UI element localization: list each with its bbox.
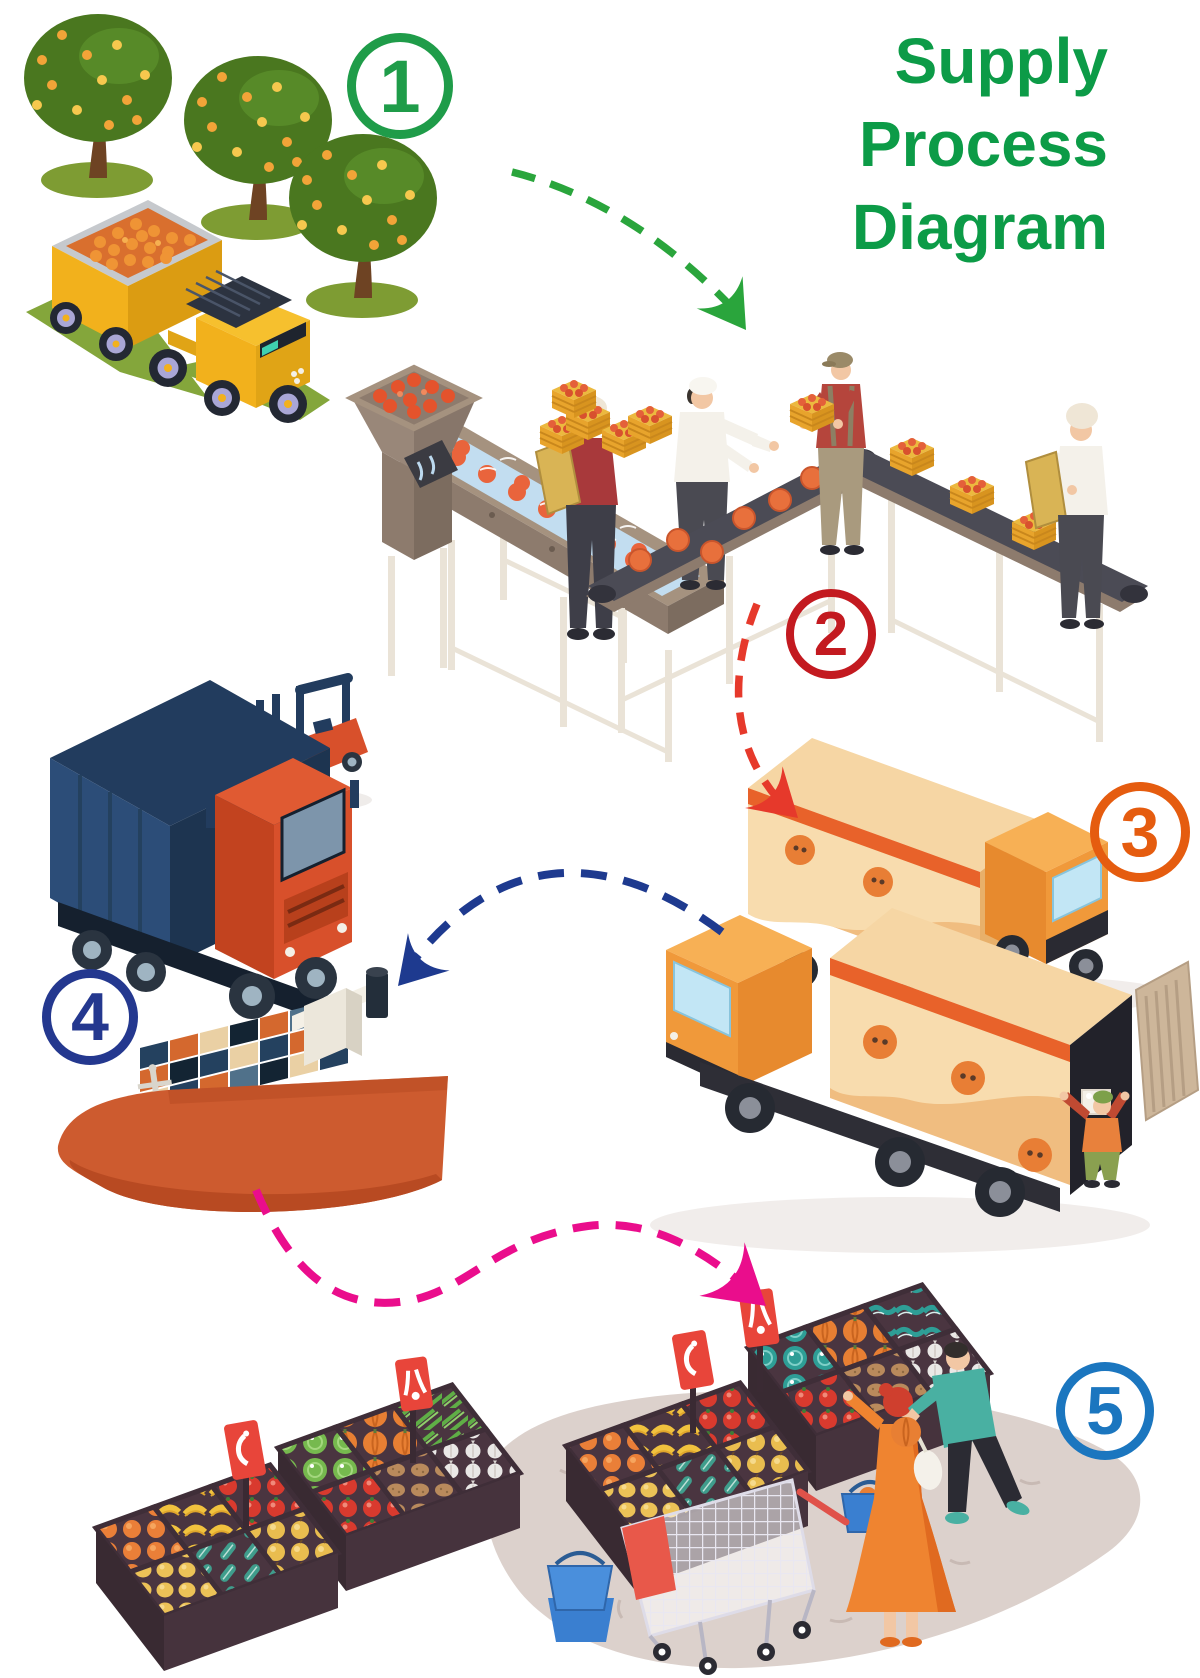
scene-3-distribution-trucks bbox=[650, 738, 1200, 1253]
arrow-3-to-4 bbox=[377, 869, 725, 1005]
open-cargo-door bbox=[1134, 960, 1200, 1122]
step-badge-1: 1 bbox=[347, 33, 453, 139]
pumpkin-in-hands bbox=[891, 1417, 921, 1447]
scene-1-orchard bbox=[24, 14, 437, 423]
price-sign-eggplant-left bbox=[224, 1420, 266, 1530]
solar-panel bbox=[185, 269, 292, 328]
arrow-1-to-2 bbox=[511, 168, 769, 347]
container-ship bbox=[57, 967, 448, 1212]
arrow-4-to-5 bbox=[252, 1188, 789, 1333]
price-sign-eggplant-right bbox=[672, 1330, 714, 1433]
flow-arrows bbox=[252, 168, 817, 1333]
step-number-3: 3 bbox=[1120, 793, 1160, 871]
arrow-2-to-3 bbox=[734, 602, 817, 839]
fruit-logo-circles bbox=[863, 1025, 1052, 1172]
title-line-2: Process bbox=[858, 108, 1108, 181]
shopper-man bbox=[891, 1342, 1030, 1524]
ship-hull bbox=[57, 1076, 448, 1212]
trailer-wheels bbox=[50, 302, 187, 387]
step-badge-4: 4 bbox=[42, 969, 138, 1065]
title-line-3: Diagram bbox=[851, 191, 1108, 264]
scene-5-supermarket bbox=[91, 1282, 1141, 1675]
diagram-title: Supply Process Diagram bbox=[852, 20, 1108, 270]
step-number-4: 4 bbox=[71, 979, 109, 1055]
shoulder-bag bbox=[913, 1450, 943, 1490]
produce-stand-left-front bbox=[91, 1462, 343, 1671]
fruit-tree-1 bbox=[24, 14, 172, 198]
title-line-1: Supply bbox=[894, 25, 1108, 97]
harvester-truck bbox=[26, 200, 330, 423]
loading-worker-green bbox=[1059, 1090, 1130, 1188]
conveyor-belt-1 bbox=[586, 449, 876, 733]
step-number-1: 1 bbox=[379, 44, 421, 128]
shopping-cart bbox=[620, 1478, 850, 1675]
step-badge-5: 5 bbox=[1056, 1362, 1154, 1460]
step-badge-3: 3 bbox=[1090, 782, 1190, 882]
shopping-baskets-stack bbox=[546, 1551, 614, 1642]
scene-4-freight-logistics bbox=[50, 673, 448, 1212]
box-truck-front bbox=[666, 908, 1200, 1217]
ship-funnel bbox=[366, 972, 388, 1018]
crate-stacks bbox=[539, 379, 673, 459]
tomatoes-in-hopper bbox=[373, 373, 455, 419]
worker-carrier-cap bbox=[789, 352, 866, 555]
cart-flap bbox=[622, 1516, 676, 1600]
fruit-tree-3 bbox=[289, 134, 437, 318]
ship-superstructure bbox=[292, 967, 388, 1066]
scene-2-sorting-facility bbox=[345, 352, 1148, 762]
step-number-5: 5 bbox=[1086, 1373, 1124, 1449]
step-number-2: 2 bbox=[813, 599, 849, 669]
price-sign-onion-left bbox=[395, 1356, 433, 1463]
step-badge-2: 2 bbox=[786, 589, 876, 679]
tomatoes-on-belt bbox=[628, 466, 824, 572]
worker-qc-woman bbox=[1024, 403, 1108, 629]
fruit-hopper bbox=[345, 364, 483, 676]
cab-wheels bbox=[204, 380, 307, 423]
container-truck bbox=[50, 680, 359, 1024]
orange-load bbox=[90, 218, 196, 270]
